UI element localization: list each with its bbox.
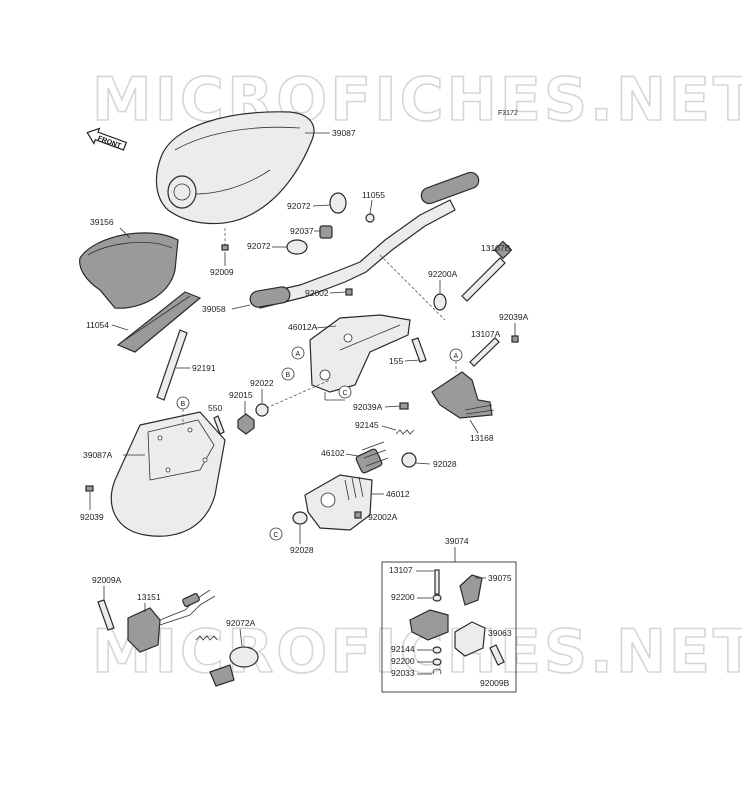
label-11055: 11055 [362,190,385,200]
holder-46012 [304,474,373,531]
throttle-lever-13168 [431,371,495,419]
watermark-top: MICROFICHES.NET [92,65,742,135]
label-39074: 39074 [445,536,469,546]
pin-13107A [469,337,500,367]
label-92037: 92037 [290,226,314,236]
label-39087: 39087 [332,128,356,138]
label-92039A: 92039A [499,312,529,322]
spring-92144 [432,646,442,654]
label-13168: 13168 [470,433,494,443]
label-92072-mid: 92072 [247,241,271,251]
gear-46102 [355,441,389,474]
label-46102: 46102 [321,448,345,458]
label-92028-left: 92028 [290,545,314,555]
bolt-92002A [354,511,362,519]
bracket-11054 [116,291,202,353]
handlebar-pad [79,232,179,309]
label-92191: 92191 [192,363,216,373]
cable-clamp-92072A [195,635,259,687]
handlebar-cover-lower [110,411,226,537]
label-39156: 39156 [90,217,114,227]
label-92072-top: 92072 [287,201,311,211]
screw-92039A [511,335,519,343]
pin-550 [213,415,225,435]
label-46012A: 46012A [288,322,318,332]
label-92039: 92039 [80,512,104,522]
block-39074 [409,609,449,641]
label-92144: 92144 [391,644,415,654]
washer-92028-right [401,452,417,468]
ref-c-lower: C [274,532,279,539]
label-46012: 46012 [386,489,410,499]
label-92200A: 92200A [428,269,458,279]
label-92028-right: 92028 [433,459,457,469]
switch-13151 [127,589,216,653]
screw-92009A [97,599,115,631]
label-92009B: 92009B [480,678,510,688]
label-92009A: 92009A [92,575,122,585]
label-92002: 92002 [305,288,329,298]
ref-a-bracket: A [454,353,459,360]
label-92072A: 92072A [226,618,256,628]
inset-box-39074 [381,561,517,693]
nut-92015 [237,413,255,435]
ref-b-holder: B [286,372,291,379]
label-39075: 39075 [488,573,512,583]
clip-11055 [365,213,375,223]
ref-b-lower: B [181,401,186,408]
ref-c-holder: C [343,390,348,397]
label-39087A: 39087A [83,450,113,460]
label-92033: 92033 [391,668,415,678]
screw-92009B [489,644,505,666]
ring-92072-mid [286,239,308,255]
label-13107: 13107 [389,565,413,575]
clip-92033 [432,668,442,675]
ring-92072-top [329,192,347,214]
bolt-92002 [345,288,353,296]
handlebar-cover-upper [155,111,315,225]
label-550: 550 [208,403,222,413]
holder-46012A [309,314,411,393]
label-39058: 39058 [202,304,226,314]
handlebar [249,171,480,321]
cap-92037 [319,225,333,239]
washer-92028-left [292,511,308,525]
label-92009: 92009 [210,267,234,277]
spring-92145 [395,429,415,435]
bolt-13107B [461,240,513,302]
label-92039A-mid: 92039A [353,402,383,412]
rod-92191 [156,329,188,401]
label-92015: 92015 [229,390,253,400]
label-39063: 39063 [488,628,512,638]
label-92145: 92145 [355,420,379,430]
ref-a-holder: A [296,351,301,358]
washer-92200-b [432,658,442,666]
plate-39075 [459,574,483,606]
lever-39063 [454,621,486,657]
screw-155 [411,337,427,363]
label-155: 155 [389,356,403,366]
washer-92022 [255,403,269,417]
label-13107B: 13107B [481,243,511,253]
label-92200-b: 92200 [391,656,415,666]
washer-92200-a [432,594,442,602]
label-13107A: 13107A [471,329,501,339]
label-92022: 92022 [250,378,274,388]
washer-92200A [433,293,447,311]
figure-code: F3172 [498,110,518,117]
screw-92039A-mid [399,402,409,410]
pin-13107 [434,569,440,595]
label-92002A: 92002A [368,512,398,522]
label-11054: 11054 [86,320,109,330]
label-92200-a: 92200 [391,592,415,602]
label-13151: 13151 [137,592,161,602]
